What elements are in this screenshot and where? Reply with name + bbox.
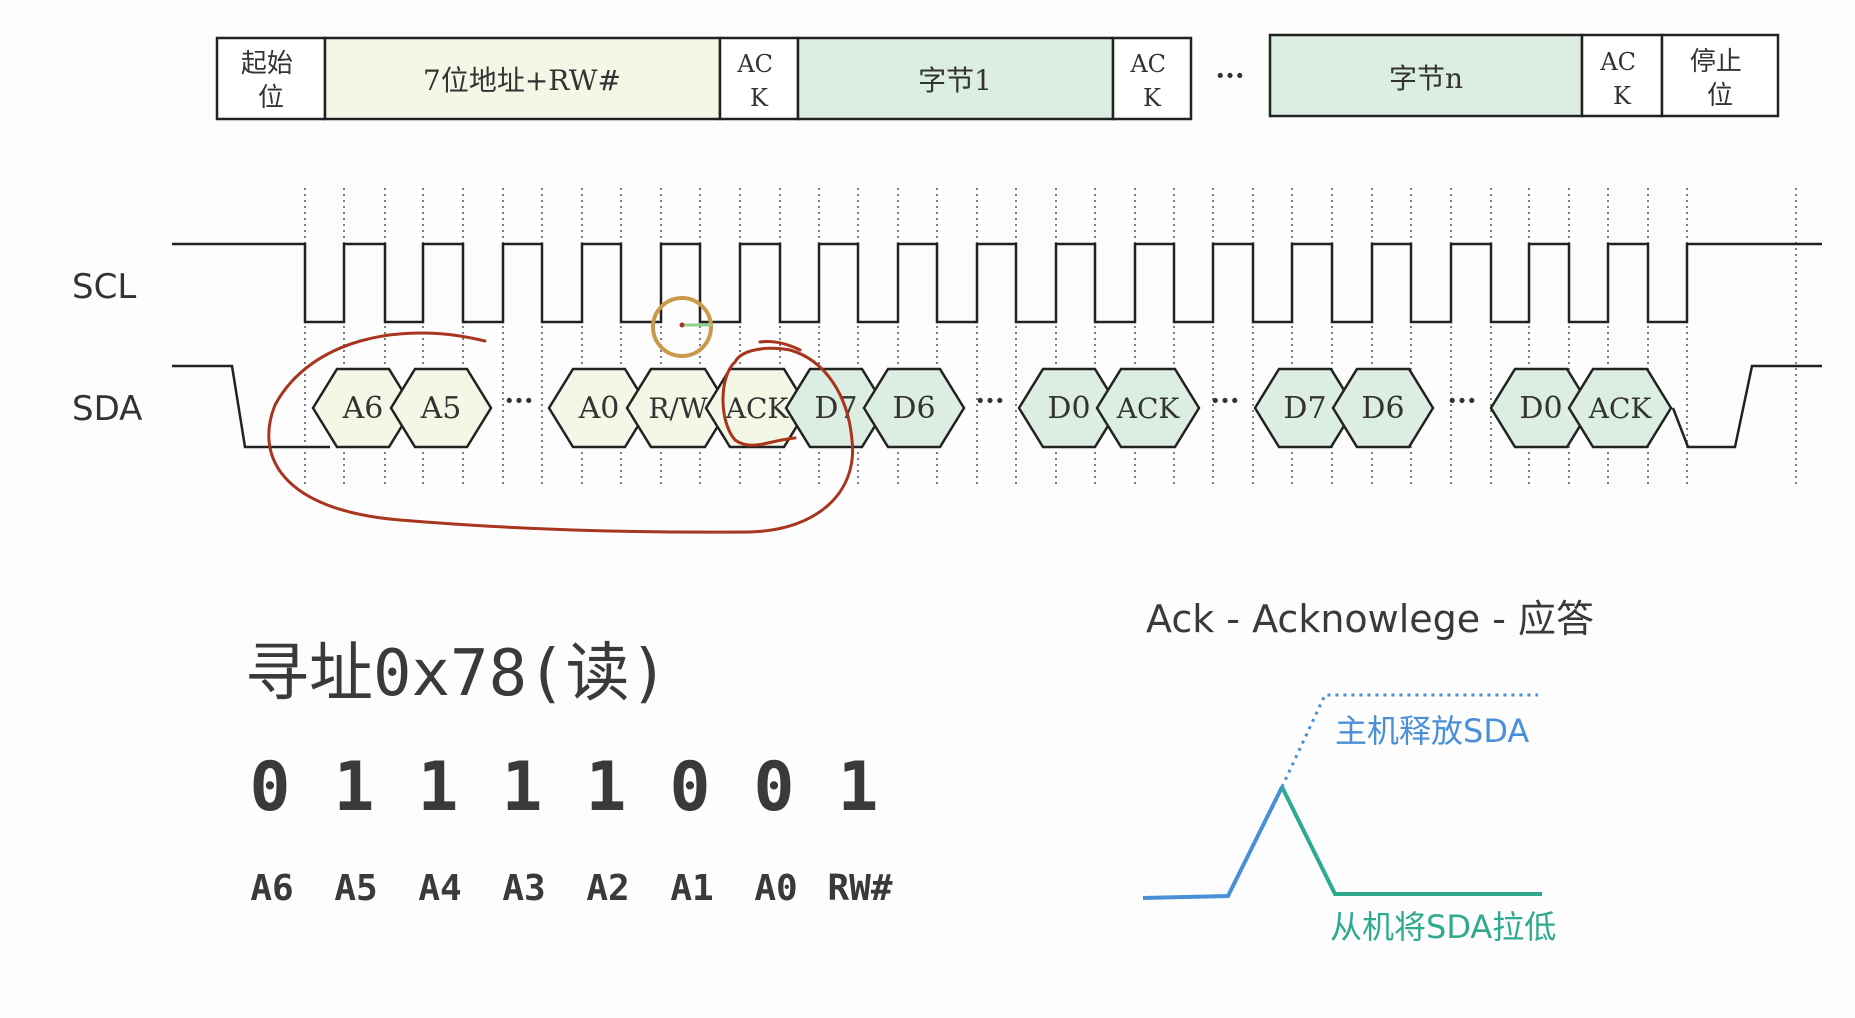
- ack-panel-title: Ack - Acknowlege - 应答: [1146, 597, 1594, 641]
- ack-explanation-graphic: 主机释放SDA 从机将SDA拉低: [1142, 693, 1556, 946]
- ack-master-line: [1142, 786, 1284, 900]
- sda-bit-label: A6: [342, 391, 384, 426]
- frame-ack1-line2: K: [750, 84, 769, 112]
- address-bit: 0: [670, 748, 711, 827]
- frame-start-cell: [215, 36, 327, 121]
- frame-address-label: 7位地址+RW#: [423, 64, 621, 97]
- frame-ack1-line1: AC: [736, 50, 773, 78]
- frame-address-cell: [323, 36, 722, 121]
- sda-stop-condition: [1671, 364, 1822, 449]
- sda-bit-label: A0: [578, 391, 620, 426]
- frame-byten-cell: [1268, 33, 1584, 118]
- cursor-indicator: [651, 296, 713, 358]
- sda-ellipsis: ···: [975, 384, 1004, 417]
- clock-grid-lines: [304, 188, 1797, 488]
- red-annotation: [267, 331, 855, 534]
- sda-bit-label: ACK: [1116, 392, 1181, 425]
- sda-bit-label: ACK: [1588, 392, 1653, 425]
- address-bit-name: A1: [670, 868, 713, 909]
- frame-start-line1: 起始: [241, 49, 293, 79]
- frame-ack3-line2: K: [1613, 82, 1632, 110]
- sda-bit-cell: [1331, 367, 1435, 449]
- address-bit-name: A5: [334, 868, 377, 909]
- sda-bit-label: D0: [1519, 391, 1562, 426]
- sda-start-condition: [172, 364, 330, 449]
- sda-bit-label: R/W: [648, 392, 708, 425]
- ack-master-release-label: 主机释放SDA: [1335, 712, 1529, 750]
- frame-start-label: 起始 位: [241, 49, 301, 113]
- cursor-dot: [679, 322, 685, 328]
- address-bit: 1: [838, 748, 879, 827]
- address-bit: 1: [502, 748, 543, 827]
- ack-slave-pull-label: 从机将SDA拉低: [1330, 908, 1556, 946]
- address-bit-name: A0: [754, 868, 797, 909]
- address-bit-name: RW#: [827, 868, 892, 909]
- red-tick-mark: [758, 340, 802, 352]
- sda-bit-label: A5: [420, 391, 462, 426]
- scl-waveform: [172, 242, 1822, 324]
- address-bit: 0: [754, 748, 795, 827]
- sda-ellipsis: ···: [504, 384, 533, 417]
- address-bit-name: A6: [250, 868, 293, 909]
- frame-byten-label: 字节n: [1389, 62, 1463, 95]
- red-ack-scribble: [721, 360, 797, 447]
- frame-ack3-label: AC K: [1599, 48, 1643, 110]
- frame-ack2-cell: [1111, 36, 1193, 121]
- frame-stop-line1: 停止: [1690, 47, 1742, 77]
- frame-ack2-line1: AC: [1129, 50, 1166, 78]
- address-bit: 1: [334, 748, 375, 827]
- frame-stop-label: 停止 位: [1690, 47, 1750, 111]
- red-loop-around-address: [267, 331, 855, 534]
- sda-bit-label: D7: [814, 391, 857, 426]
- cursor-ring: [651, 296, 713, 358]
- sda-bit-label: D7: [1283, 391, 1326, 426]
- sda-bit-label: ACK: [725, 392, 790, 425]
- sda-bit-label: D6: [1361, 391, 1404, 426]
- sda-ellipsis: ···: [1447, 384, 1476, 417]
- sda-bit-label: D0: [1047, 391, 1090, 426]
- address-bit-name: A2: [586, 868, 629, 909]
- sda-bit-cell: [389, 367, 493, 449]
- frame-ack3-cell: [1580, 33, 1664, 118]
- address-bit-name: A4: [418, 868, 461, 909]
- frame-start-line2: 位: [258, 83, 284, 113]
- frame-ack1-cell: [718, 36, 800, 121]
- address-bit: 0: [250, 748, 291, 827]
- frame-byte1-label: 字节1: [918, 64, 992, 97]
- address-bit-names-row: A6 A5 A4 A3 A2 A1 A0 RW#: [250, 868, 893, 909]
- frame-stop-line2: 位: [1707, 81, 1733, 111]
- sda-bit-cell: [1095, 367, 1201, 449]
- ack-slave-pull-line: [1280, 786, 1542, 896]
- frame-ack2-line2: K: [1143, 84, 1162, 112]
- frame-stop-cell: [1660, 33, 1780, 118]
- frame-ack2-label: AC K: [1129, 50, 1173, 112]
- address-bit-name: A3: [502, 868, 545, 909]
- sda-label: SDA: [72, 389, 142, 429]
- scl-label: SCL: [72, 267, 136, 307]
- sda-bit-label: D6: [892, 391, 935, 426]
- address-example-title: 寻址0x78(读): [245, 637, 668, 711]
- sda-waveform: A6 A5 ··· A0 R/W ACK D7 D6 ··· D0 ACK ··· D7 D6 ··· D0 A…: [172, 364, 1822, 449]
- frame-ack3-line1: AC: [1599, 48, 1636, 76]
- sda-bit-cell: [862, 367, 966, 449]
- sda-bit-cell: [1567, 367, 1673, 449]
- address-bit: 1: [586, 748, 627, 827]
- address-bit: 1: [418, 748, 459, 827]
- ack-master-released-dotted: [1280, 693, 1538, 788]
- frame-ack1-label: AC K: [736, 50, 780, 112]
- sda-ellipsis: ···: [1210, 384, 1239, 417]
- frame-ellipsis: ···: [1215, 59, 1244, 92]
- frame-format-bar: [215, 33, 1780, 121]
